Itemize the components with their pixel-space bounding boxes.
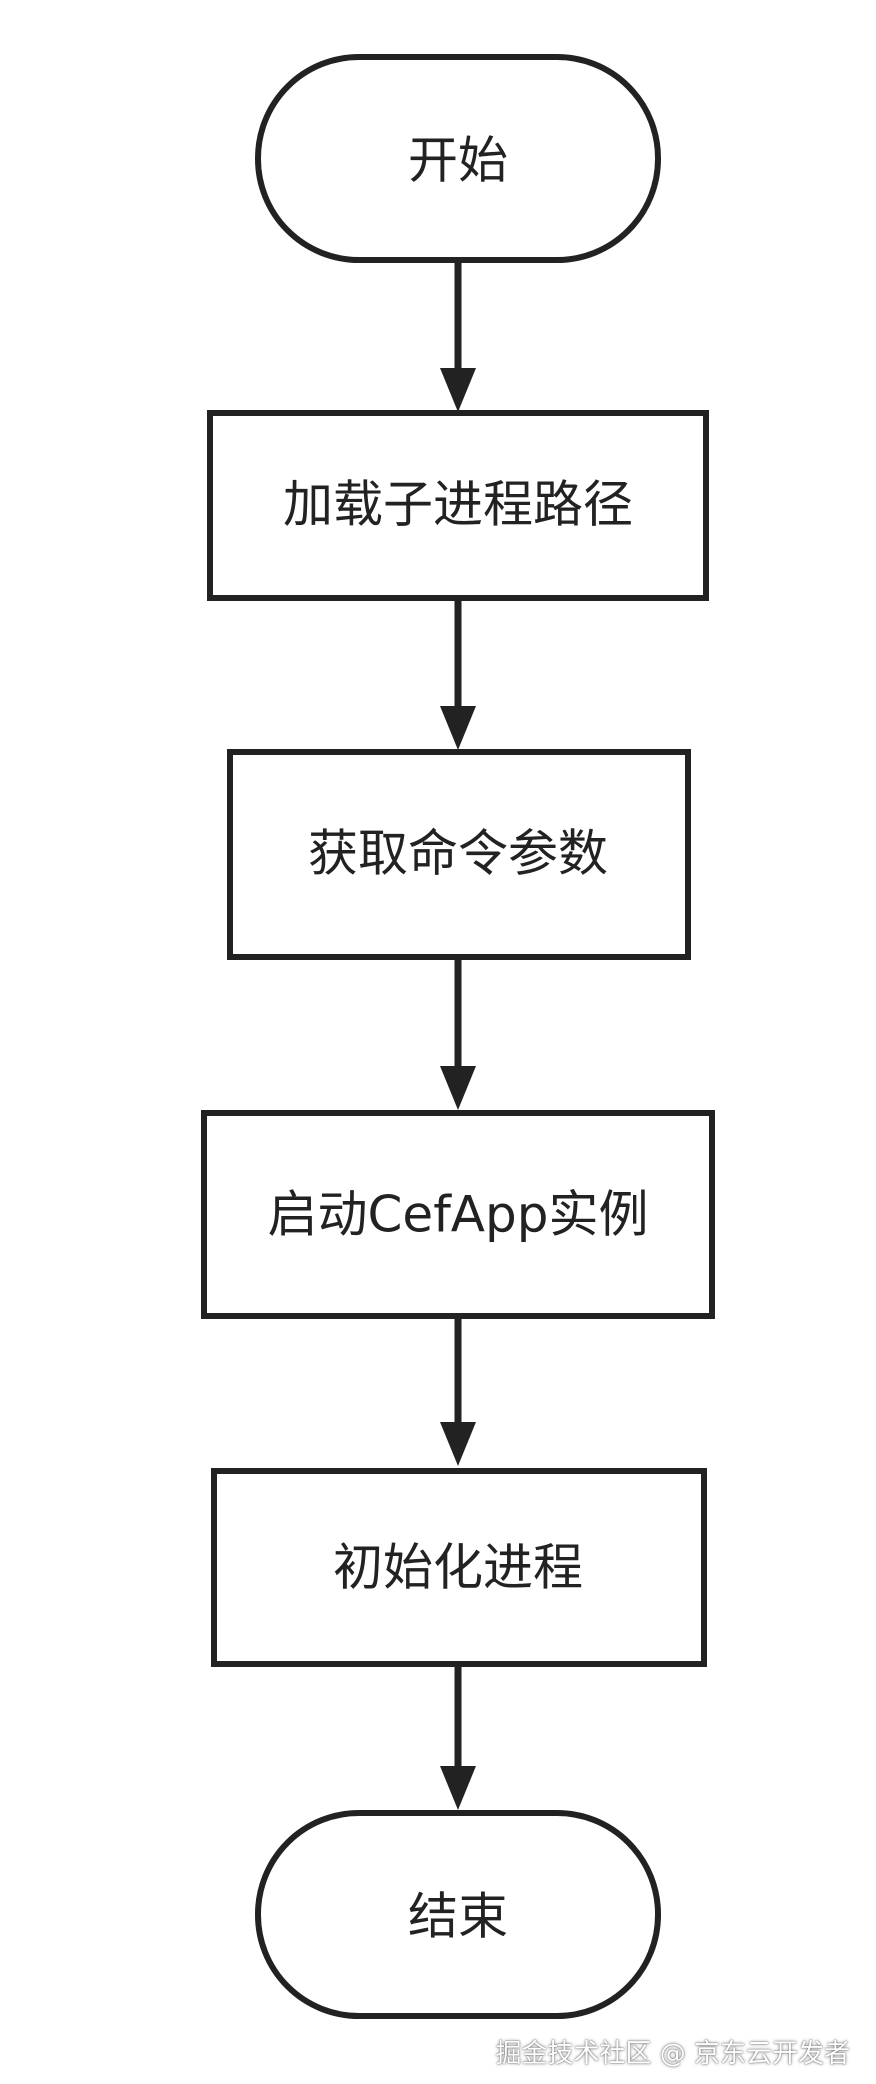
node-get-command-args-label: 获取命令参数 xyxy=(308,825,608,883)
node-load-subprocess-path: 加载子进程路径 xyxy=(207,410,709,601)
node-init-process-label: 初始化进程 xyxy=(333,1539,583,1597)
node-get-command-args: 获取命令参数 xyxy=(227,749,691,960)
node-start-label: 开始 xyxy=(408,132,508,190)
node-start: 开始 xyxy=(255,54,661,263)
edge-args-to-cefapp xyxy=(440,957,476,1110)
edge-load-to-args xyxy=(440,598,476,750)
node-end-label: 结束 xyxy=(408,1888,508,1946)
node-start-cefapp-instance: 启动CefApp实例 xyxy=(201,1110,715,1319)
node-init-process: 初始化进程 xyxy=(211,1468,707,1667)
edge-start-to-load xyxy=(440,260,476,412)
node-load-subprocess-path-label: 加载子进程路径 xyxy=(283,476,633,534)
node-start-cefapp-instance-label: 启动CefApp实例 xyxy=(268,1186,649,1244)
node-end: 结束 xyxy=(255,1810,661,2019)
edge-cefapp-to-init xyxy=(440,1316,476,1466)
watermark: 掘金技术社区 @ 京东云开发者 xyxy=(495,2039,850,2069)
edge-init-to-end xyxy=(440,1664,476,1810)
